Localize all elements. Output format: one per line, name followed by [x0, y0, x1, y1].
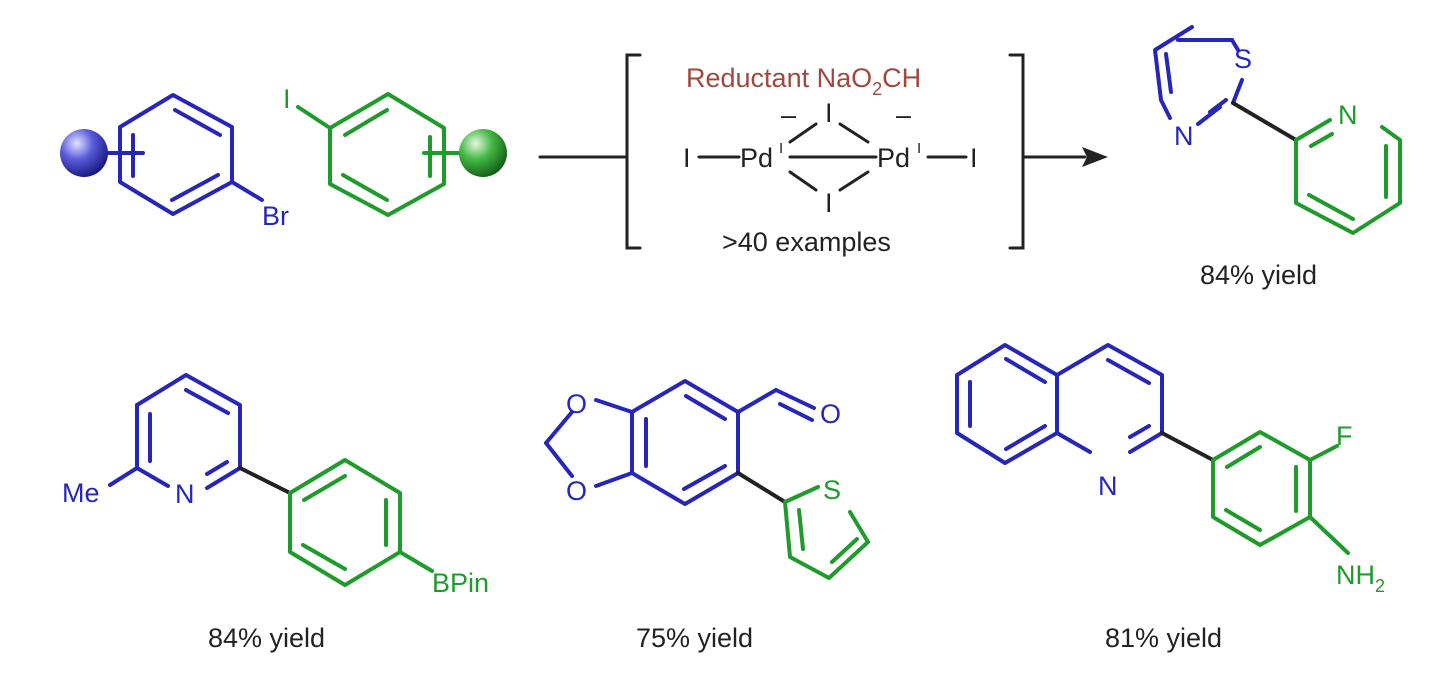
benzodioxole-ring — [630, 379, 740, 506]
thiazole-ring — [1153, 25, 1244, 126]
pyridine-ring-1 — [1294, 118, 1402, 235]
product-4-yield: 81% yield — [1105, 623, 1222, 653]
pyridine-nitrogen-2: N — [175, 479, 195, 509]
phenylene-ring — [288, 458, 434, 587]
terminal-iodide-left: I — [683, 143, 691, 173]
reductant-label: Reductant NaO2CH — [686, 63, 921, 99]
oxidation-state-right: I — [917, 140, 921, 157]
bpin-label: BPin — [432, 568, 489, 598]
reactant-1-ring — [102, 93, 264, 216]
right-bracket — [1008, 53, 1025, 250]
thiazole-nitrogen: N — [1174, 121, 1194, 151]
iodine-label: I — [283, 84, 291, 114]
reactant-aryl-iodide: I — [283, 84, 507, 217]
thiophene-sulfur: S — [823, 475, 841, 505]
substituent-sphere-blue — [60, 129, 108, 177]
product-benzodioxole-thiophene: O O O S 75% yield — [544, 379, 870, 653]
aldehyde-oxygen: O — [820, 399, 841, 429]
dioxole-oxygen-top: O — [566, 389, 587, 419]
product-thiazolylpyridine: S N N 84% yield — [1153, 25, 1402, 290]
dioxole-oxygen-bottom: O — [566, 476, 587, 506]
pd-dimer-catalyst: I Pd I – I – I Pd I I — [683, 98, 978, 218]
reaction-conditions: Reductant NaO2CH I Pd I – I – I Pd I I >… — [538, 53, 1108, 257]
product-2-yield: 84% yield — [208, 623, 325, 653]
methylpyridine-ring — [108, 373, 242, 490]
product-1-yield: 84% yield — [1200, 260, 1317, 290]
bromine-label: Br — [262, 201, 289, 231]
left-bracket — [625, 53, 642, 250]
methyl-label: Me — [62, 478, 100, 508]
product-quinoline-fluoroaniline: N F NH2 81% yield — [955, 343, 1385, 653]
quinoline-nitrogen: N — [1098, 471, 1118, 501]
thiazole-sulfur: S — [1234, 44, 1252, 74]
pyridine-nitrogen-1: N — [1338, 100, 1358, 130]
arrow-head — [1082, 147, 1108, 167]
product-methylpyridyl-bpin: Me N BPin 84% yield — [62, 373, 489, 653]
charge-left: – — [781, 100, 796, 130]
palladium-right: Pd — [877, 143, 910, 173]
amine-label: NH2 — [1336, 560, 1385, 596]
terminal-iodide-right: I — [970, 143, 978, 173]
thiophene-ring — [783, 485, 870, 580]
oxidation-state-left: I — [779, 140, 783, 157]
product-3-yield: 75% yield — [636, 623, 753, 653]
reactant-aryl-bromide: Br — [60, 93, 289, 231]
palladium-left: Pd — [740, 143, 773, 173]
bridging-iodide-bottom: I — [825, 188, 833, 218]
dioxole-bridge — [544, 398, 634, 488]
substituent-sphere-green — [459, 129, 507, 177]
aniline-ring — [1211, 430, 1350, 555]
scope-label: >40 examples — [722, 227, 891, 257]
quinoline-rings — [955, 343, 1164, 465]
reactant-2-ring — [296, 92, 470, 217]
fluorine-label: F — [1336, 421, 1353, 451]
aldehyde-group — [736, 388, 816, 422]
charge-right: – — [896, 100, 911, 130]
bridging-iodide-top: I — [825, 98, 833, 128]
